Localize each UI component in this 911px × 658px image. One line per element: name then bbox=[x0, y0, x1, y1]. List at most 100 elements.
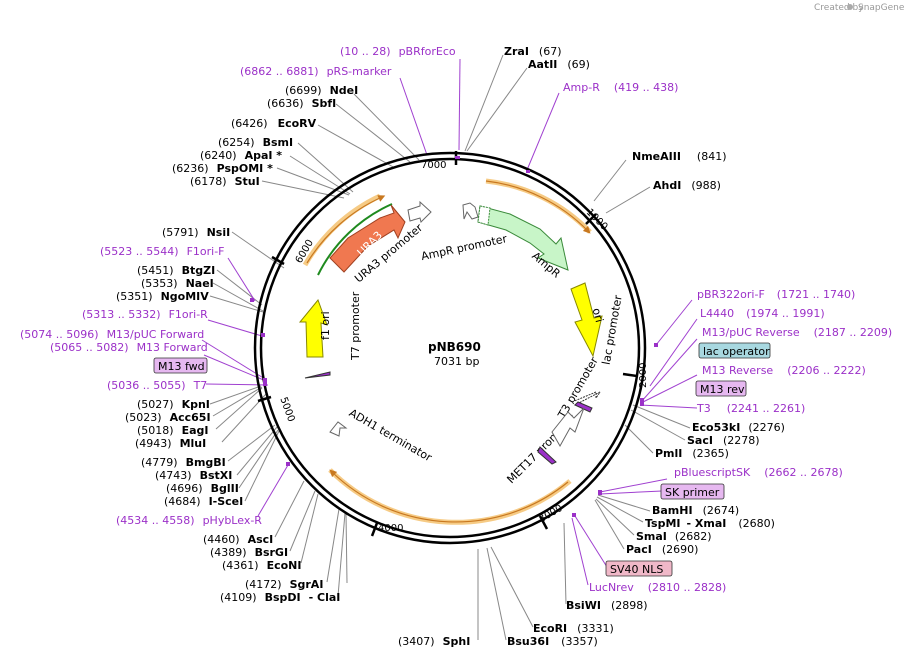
site-smai[interactable]: SmaI(2682) bbox=[636, 530, 711, 543]
site-bstxi[interactable]: (4743)BstXI bbox=[155, 469, 232, 482]
tick-5000: 5000 bbox=[277, 396, 296, 424]
primer-t3[interactable]: T3(2241 .. 2261) bbox=[696, 402, 805, 415]
site-mlui[interactable]: (4943)MluI bbox=[135, 437, 206, 450]
ura3-promoter-feature[interactable] bbox=[407, 200, 432, 223]
site-tspmi-xmai[interactable]: TspMI- XmaI(2680) bbox=[645, 517, 775, 530]
adh1-terminator-feature[interactable] bbox=[329, 421, 348, 437]
m13-fwd-badge[interactable] bbox=[153, 357, 208, 374]
site-naei[interactable]: (5353)NaeI bbox=[141, 277, 214, 290]
site-apai[interactable]: (6240)ApaI * bbox=[200, 149, 282, 162]
snapgene-icon bbox=[847, 4, 853, 10]
t7-promoter-feature[interactable] bbox=[304, 371, 331, 379]
site-bsrgi[interactable]: (4389)BsrGI bbox=[210, 546, 288, 559]
sv40-nls-badge[interactable] bbox=[605, 560, 673, 577]
primer-pbrforeco[interactable]: (10 .. 28)pBRforEco bbox=[340, 45, 456, 58]
site-ahdi[interactable]: AhdI(988) bbox=[653, 179, 721, 192]
primer-m13-reverse[interactable]: M13 Reverse(2206 .. 2222) bbox=[702, 364, 866, 377]
site-bglii[interactable]: (4696)BglII bbox=[166, 482, 239, 495]
site-stui[interactable]: (6178)StuI bbox=[190, 175, 260, 188]
primer-phyblex-r[interactable]: (4534 .. 4558)pHybLex-R bbox=[116, 514, 262, 527]
site-eagi[interactable]: (5018)EagI bbox=[137, 424, 208, 437]
site-eco53ki[interactable]: Eco53kI(2276) bbox=[692, 421, 785, 434]
m13-rev-label: M13 rev bbox=[700, 383, 745, 396]
site-zrai[interactable]: ZraI(67) bbox=[504, 45, 562, 58]
t7-promoter-label: T7 promoter bbox=[349, 291, 362, 361]
site-aatii[interactable]: AatII(69) bbox=[528, 58, 590, 71]
site-nsii[interactable]: (5791)NsiI bbox=[162, 226, 230, 239]
site-sphi[interactable]: (3407)SphI bbox=[398, 635, 470, 648]
t3-promoter-label: T3 promoter bbox=[555, 354, 601, 421]
ampr-feature[interactable] bbox=[477, 205, 569, 271]
site-bamhi[interactable]: BamHI(2674) bbox=[652, 504, 739, 517]
primer-pbluescriptsk[interactable]: pBluescriptSK(2662 .. 2678) bbox=[674, 466, 843, 479]
site-pspomi[interactable]: (6236)PspOMI * bbox=[172, 162, 273, 175]
plasmid-length: 7031 bp bbox=[434, 355, 479, 368]
sv40-nls-label: SV40 NLS bbox=[610, 563, 663, 576]
site-econi[interactable]: (4361)EcoNI bbox=[222, 559, 301, 572]
plasmid-name: pNB690 bbox=[428, 340, 481, 354]
f1-ori-feature[interactable] bbox=[298, 299, 328, 358]
primer-f1ori-r[interactable]: (5313 .. 5332)F1ori-R bbox=[82, 308, 208, 321]
primer-pbr322ori-f[interactable]: pBR322ori-F(1721 .. 1740) bbox=[697, 288, 855, 301]
backbone-inner bbox=[259, 157, 641, 539]
primer-l4440[interactable]: L4440(1974 .. 1991) bbox=[700, 307, 825, 320]
primer-m13-puc-forward[interactable]: (5074 .. 5096)M13/pUC Forward bbox=[20, 328, 204, 341]
site-asci[interactable]: (4460)AscI bbox=[203, 533, 273, 546]
site-bsu36i[interactable]: Bsu36I(3357) bbox=[507, 635, 598, 648]
primer-m13-forward[interactable]: (5065 .. 5082)M13 Forward bbox=[50, 341, 208, 354]
primer-t7[interactable]: (5036 .. 5055)T7 bbox=[107, 379, 207, 392]
site-pmli[interactable]: PmlI(2365) bbox=[655, 447, 729, 460]
orf-arrow-lines bbox=[306, 180, 591, 523]
m13-fwd-label: M13 fwd bbox=[158, 360, 205, 373]
adh1-terminator-label: ADH1 terminator bbox=[347, 406, 435, 464]
tick-7000: 7000 bbox=[421, 160, 446, 171]
tick-2000: 2000 bbox=[638, 363, 649, 388]
site-ngomiv[interactable]: (5351)NgoMIV bbox=[116, 290, 209, 303]
ampr-promoter-feature[interactable] bbox=[462, 202, 479, 220]
site-leader-lines bbox=[209, 54, 691, 641]
site-kpni[interactable]: (5027)KpnI bbox=[137, 398, 210, 411]
site-ndei[interactable]: (6699)NdeI bbox=[285, 84, 358, 97]
f1-ori-label: f1 ori bbox=[319, 311, 332, 340]
ori-feature[interactable] bbox=[570, 282, 603, 358]
site-bsmi[interactable]: (6254)BsmI bbox=[218, 136, 293, 149]
primer-ring-marks bbox=[250, 156, 658, 517]
lac-operator-label: lac operator bbox=[703, 345, 770, 358]
primer-lucnrev[interactable]: LucNrev(2810 .. 2828) bbox=[589, 581, 726, 594]
primer-f1ori-f[interactable]: (5523 .. 5544)F1ori-F bbox=[100, 245, 225, 258]
site-sbfi[interactable]: (6636)SbfI bbox=[267, 97, 336, 110]
site-bmgbi[interactable]: (4779)BmgBI bbox=[141, 456, 226, 469]
ori-label: ori bbox=[590, 307, 606, 324]
sk-primer-label: SK primer bbox=[665, 486, 720, 499]
ura3-cds-line bbox=[317, 203, 393, 276]
primer-prs-marker[interactable]: (6862 .. 6881)pRS-marker bbox=[240, 65, 392, 78]
m13-rev-badge[interactable] bbox=[695, 380, 747, 397]
primer-m13-puc-reverse[interactable]: M13/pUC Reverse(2187 .. 2209) bbox=[702, 326, 892, 339]
site-ecorv[interactable]: (6426)EcoRV bbox=[231, 117, 317, 130]
backbone-outer bbox=[253, 151, 647, 545]
site-i-scei[interactable]: (4684)I-SceI bbox=[164, 495, 243, 508]
ampr-promoter-label: AmpR promoter bbox=[420, 232, 509, 263]
site-paci[interactable]: PacI(2690) bbox=[626, 543, 698, 556]
site-saci[interactable]: SacI(2278) bbox=[687, 434, 760, 447]
site-acc65i[interactable]: (5023)Acc65I bbox=[125, 411, 211, 424]
t3-feature[interactable] bbox=[574, 401, 593, 413]
sk-primer-badge[interactable] bbox=[660, 483, 725, 500]
lac-promoter-feature[interactable] bbox=[571, 391, 601, 406]
site-ecori[interactable]: EcoRI(3331) bbox=[533, 622, 614, 635]
ampr-signal-segment bbox=[477, 205, 491, 226]
tick-4000: 4000 bbox=[378, 523, 403, 534]
primer-amp-r[interactable]: Amp-R(419 .. 438) bbox=[563, 81, 678, 94]
site-bspdi-clai[interactable]: (4109)BspDI- ClaI bbox=[220, 591, 340, 604]
met17-primer-mark bbox=[537, 446, 557, 465]
created-by-label: Created by bbox=[814, 3, 864, 13]
met17-promoter-feature[interactable] bbox=[551, 407, 585, 448]
ura3-feature[interactable] bbox=[329, 204, 406, 273]
site-btgzi[interactable]: (5451)BtgZI bbox=[137, 264, 215, 277]
site-sgrai[interactable]: (4172)SgrAI bbox=[245, 578, 323, 591]
site-bsiwi[interactable]: BsiWI(2898) bbox=[566, 599, 648, 612]
lac-operator-badge[interactable] bbox=[698, 342, 771, 359]
site-nmeaiii[interactable]: NmeAIII(841) bbox=[632, 150, 727, 163]
